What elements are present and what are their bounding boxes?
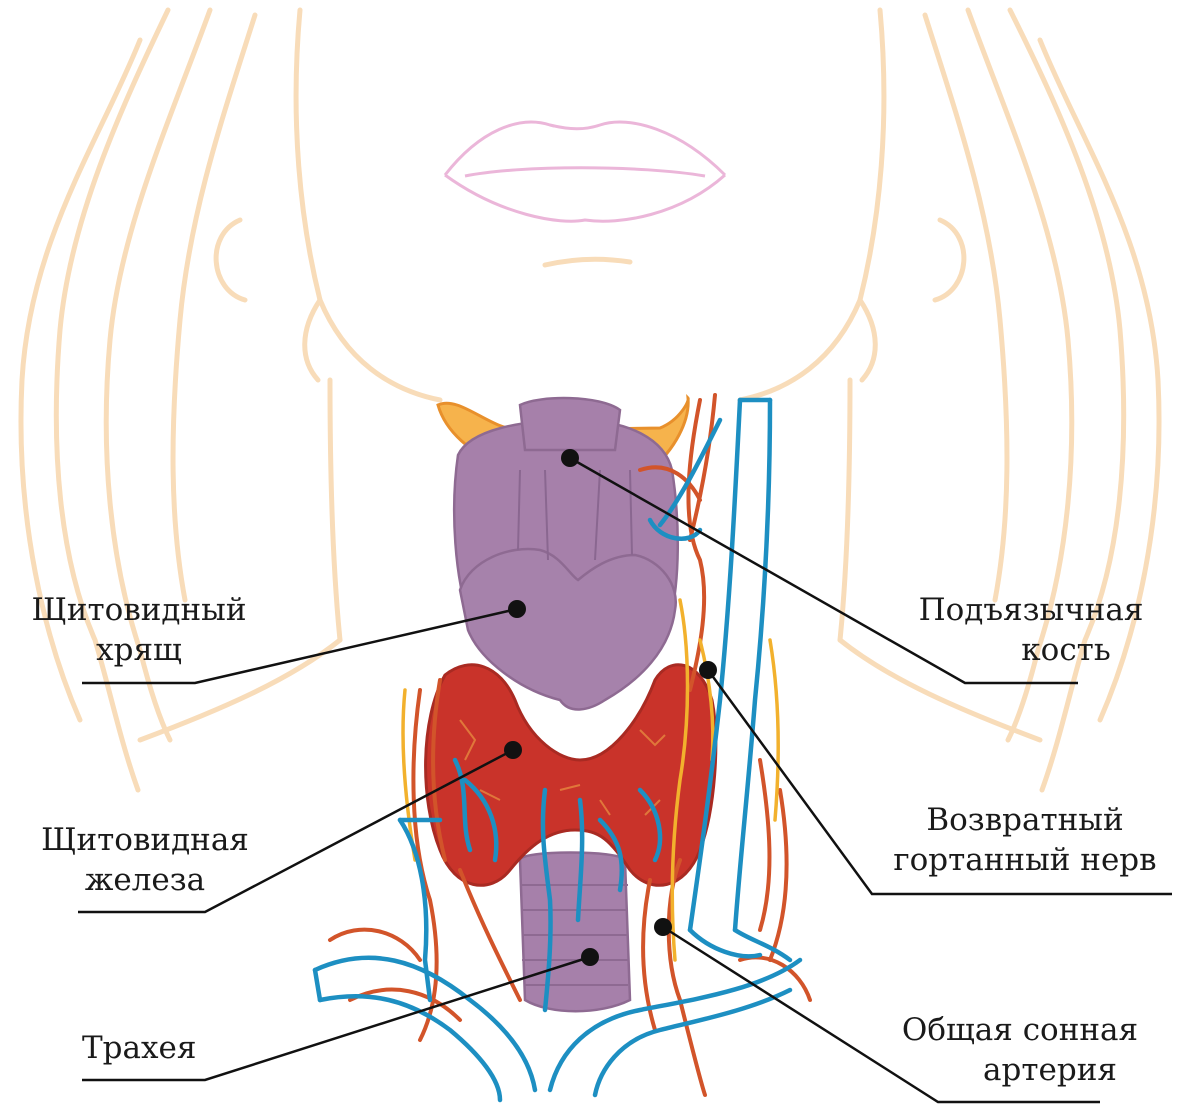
label-recurrent-laryngeal-nerve: Возвратный гортанный нерв (880, 800, 1170, 880)
label-recurrent-nerve-line2: гортанный нерв (880, 840, 1170, 880)
label-trachea: Трахея (82, 1028, 196, 1068)
label-common-carotid-artery: Общая сонная артерия (880, 1010, 1160, 1090)
label-trachea-line1: Трахея (82, 1028, 196, 1068)
dot-trachea (581, 948, 599, 966)
label-carotid-line1: Общая сонная (880, 1010, 1160, 1050)
dot-thyroid-gland (504, 741, 522, 759)
label-carotid-line2: артерия (880, 1050, 1160, 1090)
dot-recurrent-nerve (699, 661, 717, 679)
thyroid-cartilage-shape (454, 398, 678, 709)
label-thyroid-cartilage: Щитовидный хрящ (8, 590, 270, 670)
trachea-shape (520, 853, 630, 1012)
dot-carotid-artery (654, 918, 672, 936)
label-thyroid-gland-line2: железа (14, 860, 276, 900)
label-thyroid-cartilage-line2: хрящ (8, 630, 270, 670)
label-hyoid-bone-line2: кость (900, 630, 1162, 670)
label-thyroid-gland: Щитовидная железа (14, 820, 276, 900)
lips (445, 122, 725, 221)
label-hyoid-bone: Подъязычная кость (900, 590, 1162, 670)
label-thyroid-cartilage-line1: Щитовидный (8, 590, 270, 630)
dot-hyoid-bone (561, 449, 579, 467)
label-recurrent-nerve-line1: Возвратный (880, 800, 1170, 840)
label-thyroid-gland-line1: Щитовидная (14, 820, 276, 860)
label-hyoid-bone-line1: Подъязычная (900, 590, 1162, 630)
dot-thyroid-cartilage (508, 600, 526, 618)
